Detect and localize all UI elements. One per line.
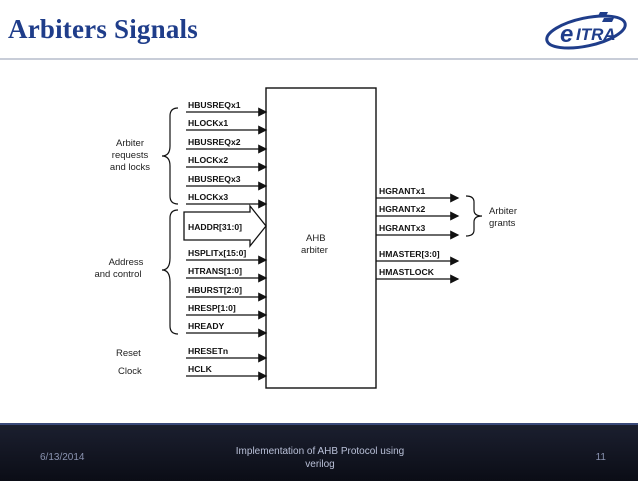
brace-address-control [161,209,179,335]
signal-hmaster: HMASTER[3:0] [379,249,440,259]
signal-hgrantx1: HGRANTx1 [379,186,426,196]
svg-text:Arbiter: Arbiter [489,206,517,217]
signal-hbusreqx1: HBUSREQx1 [188,100,241,110]
slide-footer: 6/13/2014 Implementation of AHB Protocol… [0,423,638,481]
svg-text:and control: and control [94,269,141,280]
group-address-label: Address and control [94,257,143,280]
signal-hlockx1: HLOCKx1 [188,118,228,128]
footer-date: 6/13/2014 [40,452,85,463]
signal-hbusreqx3: HBUSREQx3 [188,174,241,184]
output-signals: HGRANTx1 HGRANTx2 HGRANTx3 HMASTER[3:0] … [376,186,460,284]
block-label-arbiter: arbiter [301,245,328,256]
input-signals: HBUSREQx1 HLOCKx1 HBUSREQx2 HLOCKx2 HBUS… [183,100,268,381]
page-number: 11 [595,452,606,463]
signal-hresetn: HRESETn [188,346,228,356]
signal-hbusreqx2: HBUSREQx2 [188,137,241,147]
slide-title: Arbiters Signals [8,14,198,44]
brace-arbiter-requests [161,107,179,205]
signal-hlockx2: HLOCKx2 [188,155,228,165]
signal-hgrantx2: HGRANTx2 [379,204,426,214]
group-arbiter-grants-label: Arbiter grants [489,206,517,229]
signal-hclk: HCLK [188,364,213,374]
signal-hgrantx3: HGRANTx3 [379,223,426,233]
signal-htrans: HTRANS[1:0] [188,266,242,276]
logo-text: ITRA [576,25,616,44]
svg-text:Address: Address [109,257,144,268]
signal-haddr: HADDR[31:0] [188,222,242,232]
signal-hlockx3: HLOCKx3 [188,192,228,202]
haddr-bus-arrow [183,204,267,248]
signal-hready: HREADY [188,321,225,331]
svg-text:and locks: and locks [110,162,150,173]
svg-text:requests: requests [112,150,149,161]
title-divider [0,58,638,60]
signal-hmastlock: HMASTLOCK [379,267,435,277]
brace-arbiter-grants [465,195,483,237]
block-label-ahb: AHB [306,233,326,244]
citra-logo: e ITRA [545,12,627,50]
signal-hresp: HRESP[1:0] [188,303,236,313]
logo-letter: e [560,21,573,48]
ahb-arbiter-diagram: AHB arbiter HBUSREQx1 HLOCKx1 HBUSREQx2 … [94,87,517,389]
footer-title: Implementation of AHB Protocol using ver… [235,446,405,470]
label-reset: Reset [116,348,141,359]
group-arbiter-requests-label: Arbiter requests and locks [110,138,150,173]
label-clock: Clock [118,366,142,377]
arbiter-block [265,87,377,389]
svg-text:Arbiter: Arbiter [116,138,144,149]
signal-hsplitx: HSPLITx[15:0] [188,248,246,258]
svg-text:grants: grants [489,218,516,229]
signal-hburst: HBURST[2:0] [188,285,242,295]
